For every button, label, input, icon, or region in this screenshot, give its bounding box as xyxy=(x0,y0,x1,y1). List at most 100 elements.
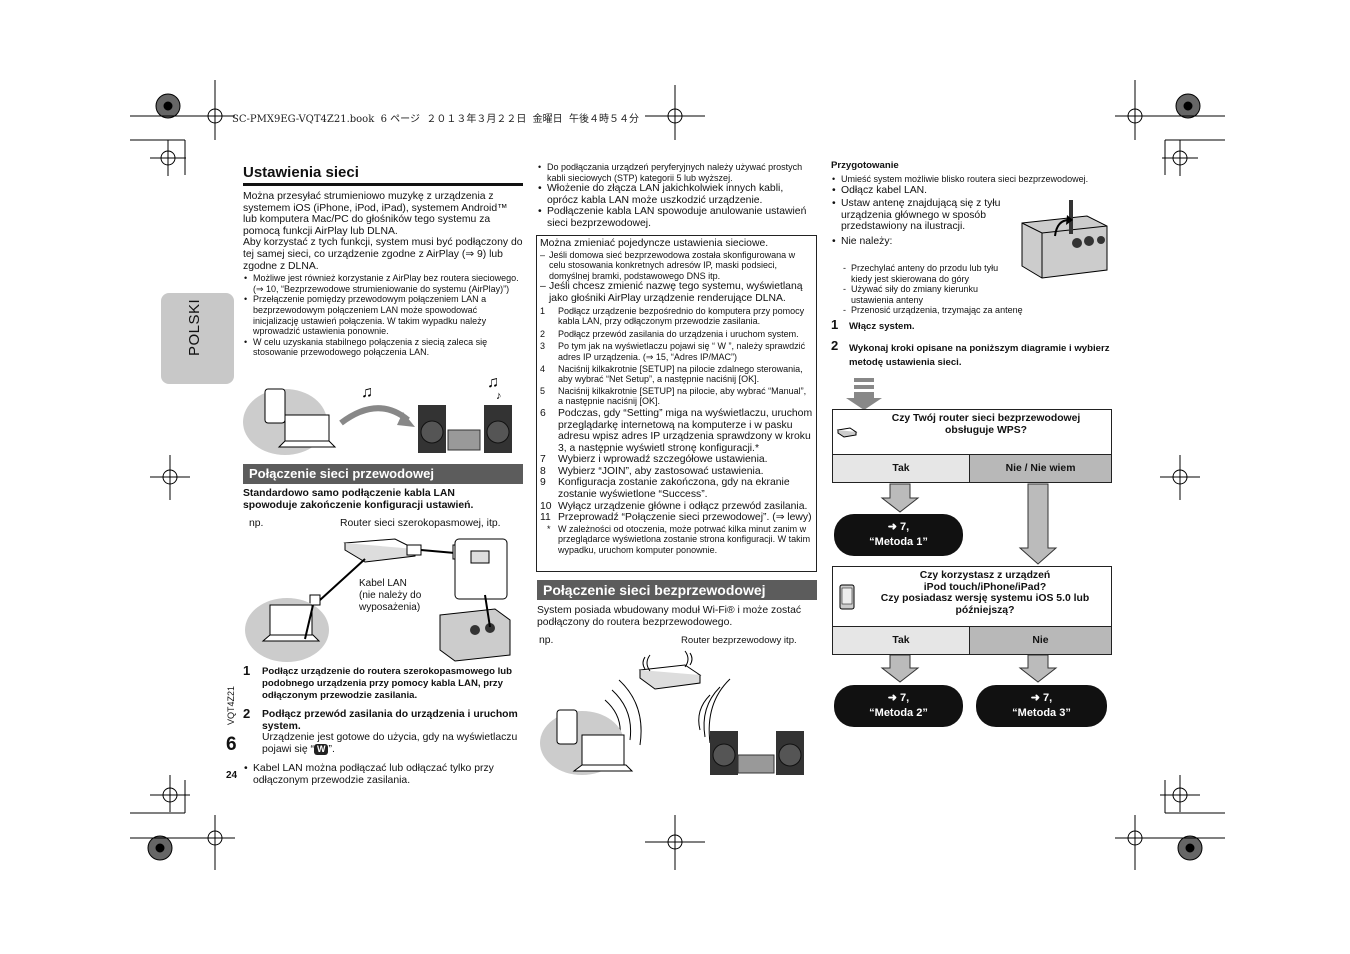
title-rule xyxy=(243,183,523,186)
section-title: Ustawienia sieci xyxy=(243,164,359,181)
list-item: Do podłączania urządzeń peryferyjnych na… xyxy=(537,162,812,183)
list-item: –Jeśli chcesz zmienić nazwę tego systemu… xyxy=(540,281,813,304)
language-tab xyxy=(161,293,234,384)
step-number: 10 xyxy=(540,500,552,512)
router-icon xyxy=(836,427,858,438)
list-item: 2 Podłącz przewód zasilania do urządzenia… xyxy=(540,329,813,340)
answer-yes-2: Tak xyxy=(832,626,970,655)
list-item: 8 Wybierz “JOIN”, aby zastosować ustawien… xyxy=(540,466,813,478)
wired-router-label: Router sieci szerokopasmowej, itp. xyxy=(340,518,501,529)
dash-text: Jeśli domowa sieć bezprzewodowa została … xyxy=(549,249,796,281)
step-number: 1 xyxy=(831,317,839,332)
dash-mark: – xyxy=(540,249,546,260)
language-tab-label: POLSKI xyxy=(186,298,203,356)
step-text: Przeprowadź “Połączenie sieci przewodowe… xyxy=(558,512,812,524)
step-number: 1 xyxy=(243,663,251,678)
step-number: 5 xyxy=(540,385,546,396)
doc-code: VQT4Z21 xyxy=(226,685,236,725)
preparation-title: Przygotowanie xyxy=(831,160,899,171)
step-number: 11 xyxy=(540,512,551,524)
step-number: 7 xyxy=(540,454,546,466)
intro-bullets: Możliwe jest również korzystanie z AirPl… xyxy=(243,273,523,358)
step-number: 2 xyxy=(540,328,546,339)
step-text: Podłącz przewód zasilania do urządzenia … xyxy=(558,328,799,339)
step-text: Konfiguracja zostanie zakończona, gdy na… xyxy=(558,477,790,501)
step-text: Wybierz i wprowadź szczegółowe ustawieni… xyxy=(558,454,768,466)
question-wps: Czy Twój router sieci bezprzewodowej obs… xyxy=(891,413,1081,436)
list-item: Przechylać anteny do przodu lub tyłu kie… xyxy=(841,263,1016,284)
antenna-warnings: Przechylać anteny do przodu lub tyłu kie… xyxy=(841,263,1056,316)
dash-text: Jeśli chcesz zmienić nazwę tego systemu,… xyxy=(549,281,803,304)
list-item: Nie należy: xyxy=(831,236,1016,248)
svg-text:♪: ♪ xyxy=(496,390,502,402)
method-3-pill: ➜ 7, “Metoda 3” xyxy=(976,685,1107,727)
step-number: 6 xyxy=(540,407,546,419)
wired-step-2-text: Urządzenie jest gotowe do użycia, gdy na… xyxy=(262,732,522,755)
step-number: 2 xyxy=(243,706,251,721)
list-item: Kabel LAN można podłączać lub odłączać t… xyxy=(243,763,523,786)
method-2-pill: ➜ 7, “Metoda 2” xyxy=(834,685,963,727)
settings-footnote: * W zależności od otoczenia, może potrwać… xyxy=(540,524,813,556)
list-item: –Jeśli domowa sieć bezprzewodowa została… xyxy=(540,250,813,282)
page-sub-number: 24 xyxy=(226,770,238,781)
wireless-np-label: np. xyxy=(539,635,554,646)
footnote-text: W zależności od otoczenia, może potrwać … xyxy=(558,523,811,556)
smartphone-icon xyxy=(839,584,855,610)
list-item: 11 Przeprowadź “Połączenie sieci przewodo… xyxy=(540,512,813,524)
intro-paragraph: Można przesyłać strumieniowo muzykę z ur… xyxy=(243,191,508,237)
wired-step-1: Podłącz urządzenie do routera szerokopas… xyxy=(262,666,513,701)
list-item: Używać siły do zmiany kierunku ustawieni… xyxy=(841,284,1016,305)
flow-arrows xyxy=(846,378,1058,683)
wired-section-header: Połączenie sieci przewodowej xyxy=(243,464,523,484)
page-number: 6 xyxy=(226,734,237,755)
wired-illustration xyxy=(245,538,511,662)
streaming-illustration: ♫ ♫ ♪ xyxy=(243,375,512,455)
book-header: SC-PMX9EG-VQT4Z21.book 6 ページ ２０１３年３月２２日 … xyxy=(232,114,640,125)
list-item: Włożenie do złącza LAN jakichkolwiek inn… xyxy=(537,183,812,206)
network-ready-icon: W xyxy=(313,743,329,755)
intro-paragraph-2: Aby korzystać z tych funkcji, system mus… xyxy=(243,237,523,272)
list-item: Przenosić urządzenia, trzymając za anten… xyxy=(841,305,1056,316)
list-item: 5 Naciśnij kilkakrotnie [SETUP] na piloci… xyxy=(540,386,813,407)
wireless-step-2: Wykonaj kroki opisane na poniższym diagr… xyxy=(849,343,1110,368)
list-item: 7 Wybierz i wprowadź szczegółowe ustawien… xyxy=(540,454,813,466)
question-wps-box xyxy=(832,409,1112,455)
answer-yes-1: Tak xyxy=(832,454,970,483)
step-text: Urządzenie jest gotowe do użycia, gdy na… xyxy=(262,732,518,755)
wireless-illustration xyxy=(540,650,804,775)
step-number: 8 xyxy=(540,465,546,477)
step-number: 1 xyxy=(540,305,546,316)
step-text: Podłącz urządzenie bezpośrednio do kompu… xyxy=(558,305,805,327)
step-number: 4 xyxy=(540,363,546,374)
wired-note: Kabel LAN można podłączać lub odłączać t… xyxy=(243,763,523,786)
answer-no-1: Nie / Nie wiem xyxy=(969,454,1112,483)
list-item: Odłącz kabel LAN. xyxy=(831,185,1016,197)
settings-box-steps: 1 Podłącz urządzenie bezpośrednio do komp… xyxy=(540,306,813,524)
svg-text:♫: ♫ xyxy=(487,375,499,391)
footnote-mark: * xyxy=(547,523,551,534)
list-item: W celu uzyskania stabilnego połączenia z… xyxy=(243,337,523,358)
step-number: 2 xyxy=(831,338,839,353)
step-text: Po tym jak na wyświetlaczu pojawi się “ … xyxy=(558,341,806,362)
step-text: Wyłącz urządzenie główne i odłącz przewó… xyxy=(558,500,808,512)
wireless-intro: System posiada wbudowany moduł Wi-Fi® i … xyxy=(537,605,802,628)
antenna-illustration xyxy=(1021,200,1108,279)
step-text-end: ”. xyxy=(328,743,335,755)
step-text: Podczas, gdy “Setting” miga na wyświetla… xyxy=(558,407,813,454)
method-1-pill: ➜ 7, “Metoda 1” xyxy=(834,514,963,556)
list-item: Możliwe jest również korzystanie z AirPl… xyxy=(243,273,523,294)
settings-box: Można zmieniać pojedyncze ustawienia sie… xyxy=(536,235,817,572)
preparation-list: Umieść system możliwie blisko routera si… xyxy=(831,174,1088,248)
wired-np-label: np. xyxy=(249,518,264,529)
intro-text: Można przesyłać strumieniowo muzykę z ur… xyxy=(243,191,523,358)
step-text: Wybierz “JOIN”, aby zastosować ustawieni… xyxy=(558,465,764,477)
list-item: 1 Podłącz urządzenie bezpośrednio do komp… xyxy=(540,306,813,327)
list-item: Umieść system możliwie blisko routera si… xyxy=(831,174,1121,185)
svg-text:♫: ♫ xyxy=(361,384,373,401)
wired-step-2-title: Podłącz przewód zasilania do urządzenia … xyxy=(262,709,518,732)
step-text: Naciśnij kilkakrotnie [SETUP] na pilocie… xyxy=(558,385,807,407)
